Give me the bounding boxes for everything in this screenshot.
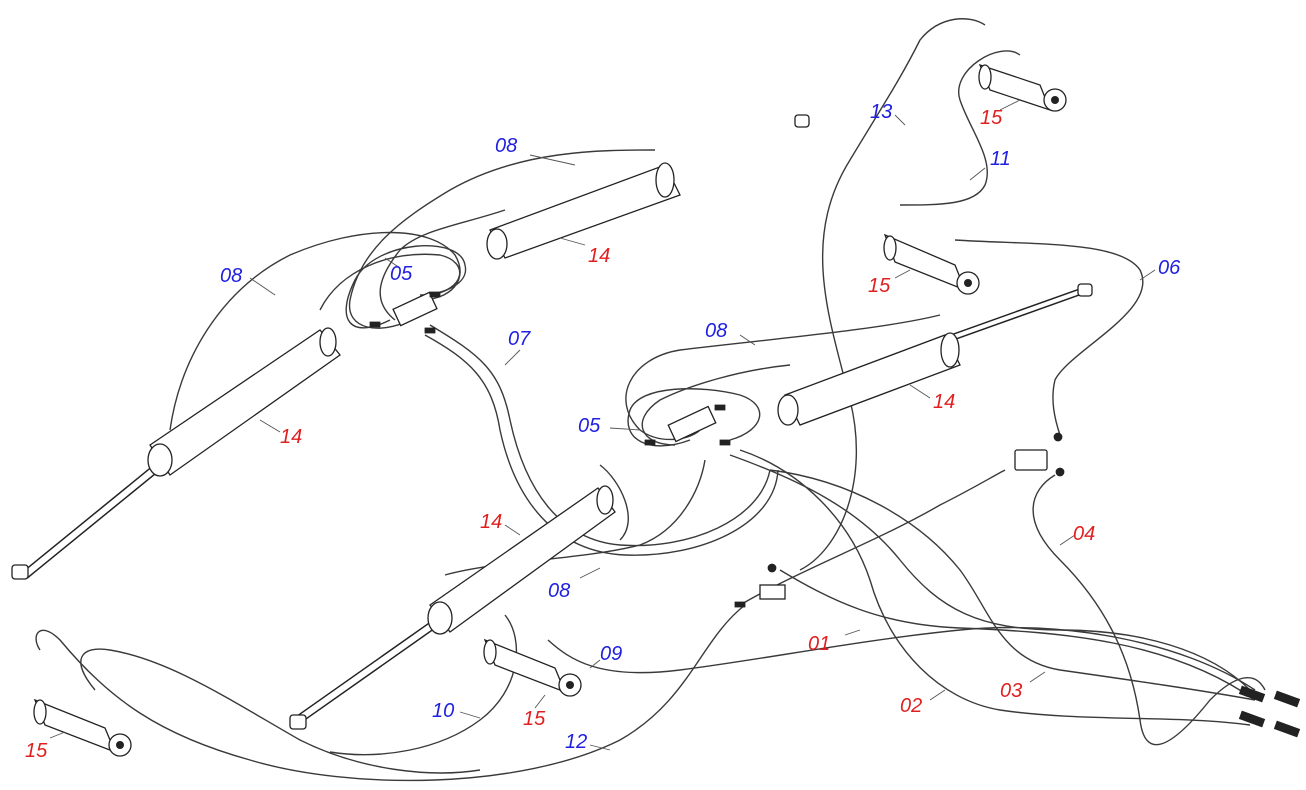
label-15-topright: 15 [980,107,1003,129]
label-11: 11 [990,148,1011,170]
hose-01 [729,454,1251,691]
hose-11 [899,50,1021,206]
label-13: 13 [870,101,892,123]
label-02: 02 [900,695,922,717]
hose-05-top-loop [345,245,467,329]
valve-block [1014,432,1065,477]
label-03: 03 [1000,680,1022,702]
label-09: 09 [600,643,622,665]
label-05-mid: 05 [578,415,601,437]
hose-02 [739,449,1251,726]
hose-03 [769,469,1256,701]
label-08-mid: 08 [705,320,727,342]
bracket-fitting [734,563,786,608]
cylinder-14-left [11,327,341,580]
hose-08-mid-b [641,364,791,446]
cylinder-15-mid [883,233,980,295]
hose-04 [1032,474,1266,746]
hose-06 [954,239,1144,436]
hose-10 [329,614,517,756]
cylinder-14-top [486,114,810,260]
hose-08-left [169,231,461,431]
label-06: 06 [1158,257,1181,279]
quick-couplers [1238,685,1301,738]
label-14-bottom: 14 [480,511,502,533]
manifold-05-top [369,291,441,334]
label-14-mid: 14 [933,391,955,413]
hose-12 [35,604,746,782]
hose-13 [799,18,986,571]
hose-08-mid [625,314,941,441]
cylinder-14-mid [777,283,1093,426]
leader-lines [49,99,1156,751]
label-15-mid: 15 [868,275,891,297]
hose-09 [547,626,1256,691]
label-15-bottom: 15 [523,708,546,730]
label-14-top: 14 [588,245,610,267]
labels: 01 02 03 04 05 05 06 07 08 08 08 08 09 1… [25,101,1181,762]
hose-12-b [80,648,481,774]
label-05-top: 05 [390,263,413,285]
label-14-left: 14 [280,426,302,448]
label-08-bottom: 08 [548,580,570,602]
hoses [35,18,1266,782]
cylinder-15-left [33,698,132,757]
hose-08-top-b [379,209,506,321]
label-07: 07 [508,328,531,350]
hose-08-left-b [319,253,461,311]
hose-valve-feed [739,469,1006,606]
label-04: 04 [1073,523,1095,545]
label-15-left: 15 [25,740,48,762]
manifold-05-mid [644,404,731,446]
label-01: 01 [808,633,830,655]
label-10: 10 [432,700,454,722]
hose-05-mid-loop [627,388,761,447]
hose-08-top [348,149,656,329]
label-08-top: 08 [495,135,517,157]
cylinder-15-topright [978,63,1067,112]
cylinder-15-bottom [483,638,582,697]
label-08-left: 08 [220,265,242,287]
cylinder-14-bottom [289,485,616,730]
hose-08-bottom-b [599,464,629,541]
label-12: 12 [565,731,587,753]
